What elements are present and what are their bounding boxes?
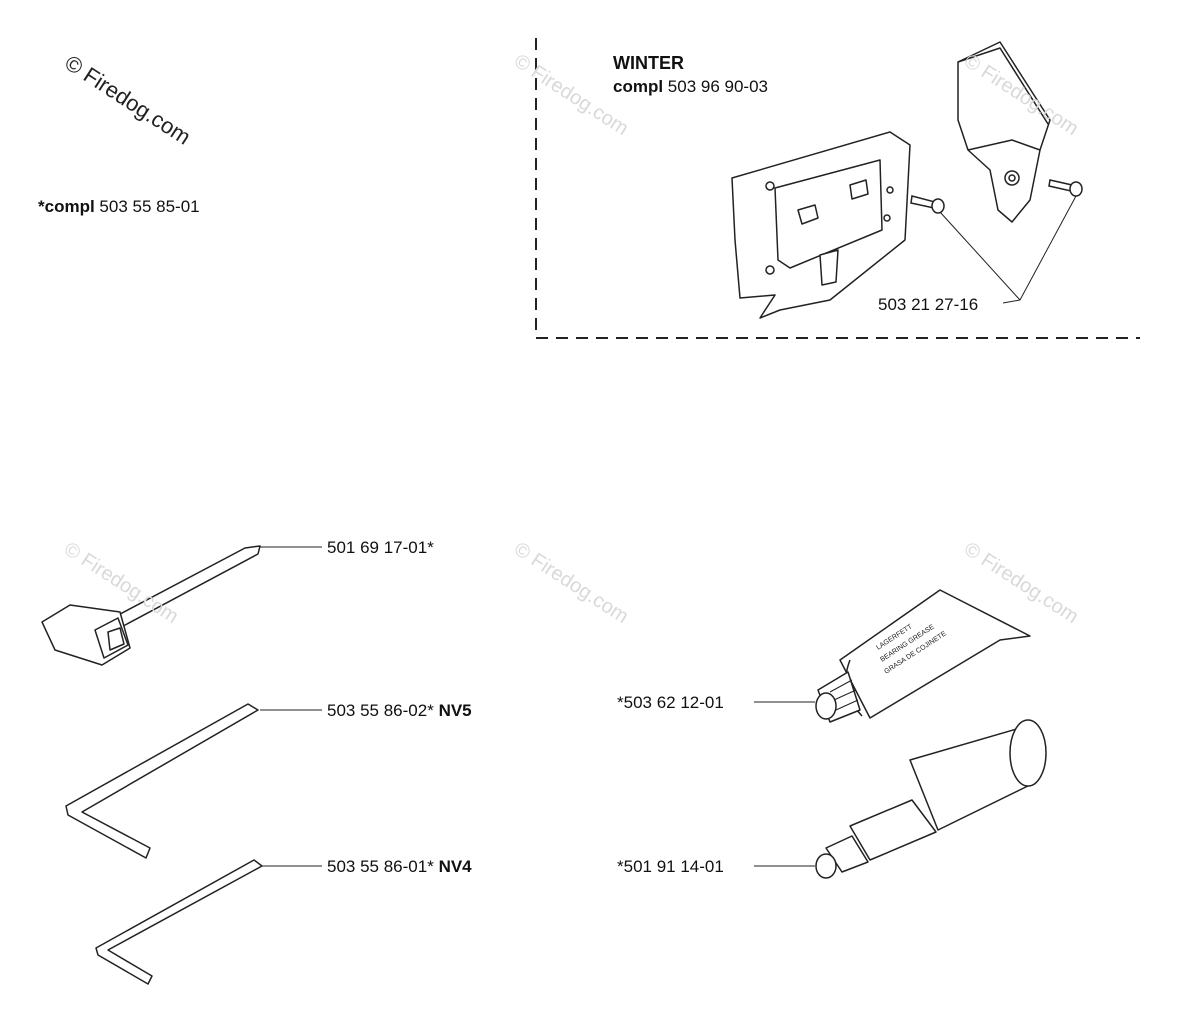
hex-key-nv5-number: 503 55 86-02* bbox=[327, 701, 434, 720]
grease-tube-part-number: *503 62 12-01 bbox=[617, 693, 724, 712]
winter-cover-plate bbox=[731, 131, 911, 319]
screw-left bbox=[910, 195, 945, 214]
kit-label: *compl 503 55 85-01 bbox=[38, 197, 200, 217]
winter-compl-label: compl 503 96 90-03 bbox=[613, 77, 768, 97]
grease-gun-part-number: *501 91 14-01 bbox=[617, 857, 724, 876]
screw-leader-lines bbox=[939, 195, 1077, 304]
hex-key-nv5-size: NV5 bbox=[438, 701, 472, 720]
kit-number: 503 55 85-01 bbox=[99, 197, 200, 216]
hex-key-nv4-label: 503 55 86-01* NV4 bbox=[327, 857, 472, 877]
combi-wrench-part-number: 501 69 17-01* bbox=[327, 538, 434, 557]
kit-prefix: *compl bbox=[38, 197, 95, 216]
screw-right bbox=[1048, 179, 1083, 197]
hex-key-nv5 bbox=[65, 703, 259, 859]
hex-key-nv5-label: 503 55 86-02* NV5 bbox=[327, 701, 472, 721]
grease-gun bbox=[815, 719, 1047, 879]
combi-wrench bbox=[41, 545, 261, 666]
winter-compl-word: compl bbox=[613, 77, 664, 96]
hex-key-nv4 bbox=[95, 859, 263, 985]
winter-title: WINTER bbox=[613, 53, 684, 73]
winter-shroud bbox=[957, 41, 1051, 223]
screw-part-number: 503 21 27-16 bbox=[878, 295, 979, 314]
hex-key-nv4-size: NV4 bbox=[438, 857, 472, 876]
winter-compl-number: 503 96 90-03 bbox=[667, 77, 768, 96]
winter-kit-frame bbox=[535, 38, 1140, 339]
grease-tube bbox=[815, 589, 1031, 723]
hex-key-nv4-number: 503 55 86-01* bbox=[327, 857, 434, 876]
